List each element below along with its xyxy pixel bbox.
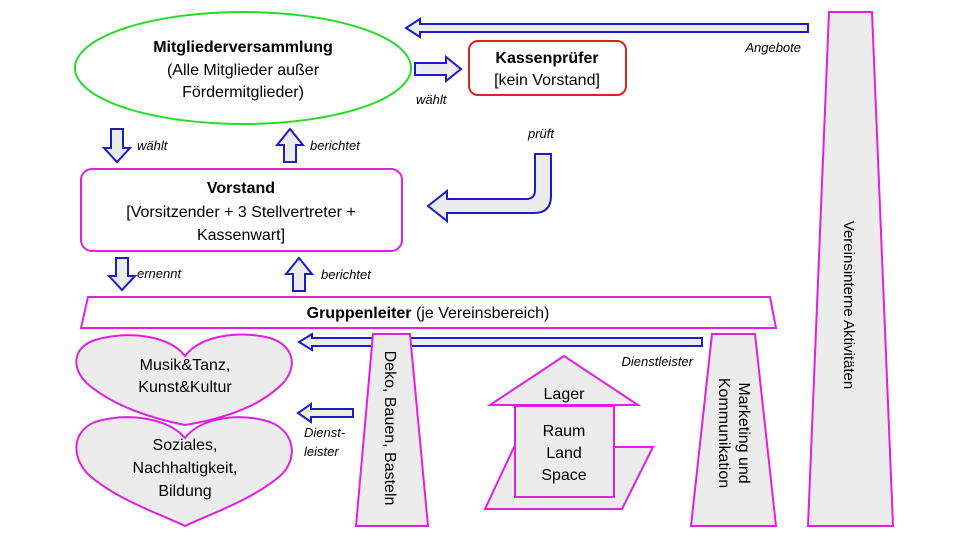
dienstleister-left-label-1: Dienst- <box>304 425 346 440</box>
mitgliederversammlung-line2: Fördermitglieder) <box>182 84 304 101</box>
waehlt-vorstand-label: wählt <box>137 138 169 153</box>
heart-musik-kunst-line2: Kunst&Kultur <box>138 379 232 396</box>
kassenpruefer-title: Kassenprüfer <box>495 50 598 67</box>
marketing-kommunikation-shape <box>689 333 778 527</box>
vorstand-title: Vorstand <box>207 180 275 197</box>
house-roof-label: Lager <box>544 386 586 403</box>
heart-soziales-line1: Soziales, <box>153 437 218 454</box>
berichtet-vorstand-label: berichtet <box>310 138 361 153</box>
waehlt-vorstand-arrow <box>101 128 133 164</box>
waehlt-kassenpruefer-arrow <box>414 54 463 84</box>
house-line3: Space <box>541 467 586 484</box>
deko-bauen-basteln-label: Deko, Bauen, Basteln <box>381 351 398 506</box>
berichtet-vorstand-arrow <box>274 127 306 163</box>
dienstleister-top-arrow <box>297 332 703 352</box>
mitgliederversammlung-line1: (Alle Mitglieder außer <box>167 62 320 79</box>
gruppenleiter-title: Gruppenleiter <box>307 305 412 322</box>
heart-soziales-bildung <box>75 416 293 528</box>
gruppenleiter-bar <box>79 296 778 329</box>
prueft-arrow <box>426 153 552 224</box>
mitgliederversammlung-ellipse <box>74 11 412 125</box>
house-body-shape <box>514 405 615 498</box>
vorstand-line1: [Vorsitzender + 3 Stellvertreter + <box>126 204 355 221</box>
vorstand-box <box>80 168 403 252</box>
mitgliederversammlung-title: Mitgliederversammlung <box>153 39 333 56</box>
heart-soziales-line2: Nachhaltigkeit, <box>133 460 238 477</box>
kassenpruefer-box <box>468 40 627 96</box>
house-line1: Raum <box>543 423 586 440</box>
marketing-line2: Kommunikation <box>715 378 732 488</box>
waehlt-kassenpruefer-label: wählt <box>416 92 448 107</box>
dienstleister-left-label-2: leister <box>304 444 339 459</box>
angebote-arrow <box>404 17 809 39</box>
prueft-label: prüft <box>527 126 555 141</box>
gruppenleiter-suffix: (je Vereinsbereich) <box>412 305 550 322</box>
vereinsinterne-aktivitaeten-shape <box>806 11 895 527</box>
vereinsinterne-aktivitaeten-label: Vereinsinterne Aktivitäten <box>840 221 857 389</box>
berichtet-gruppenleiter-arrow <box>283 256 315 292</box>
deko-bauen-basteln-shape <box>354 333 430 527</box>
heart-musik-kunst-line1: Musik&Tanz, <box>140 357 231 374</box>
heart-musik-kunst <box>75 333 293 427</box>
kassenpruefer-subtitle: [kein Vorstand] <box>494 72 600 89</box>
marketing-line1: Marketing und <box>735 382 752 483</box>
gruppenleiter-label: Gruppenleiter (je Vereinsbereich) <box>307 305 550 322</box>
dienstleister-left-arrow <box>296 402 354 424</box>
house-line2: Land <box>546 445 582 462</box>
angebote-label: Angebote <box>744 40 801 55</box>
ernennt-arrow <box>106 257 138 292</box>
ernennt-label: ernennt <box>137 266 182 281</box>
vorstand-line2: Kassenwart] <box>197 227 285 244</box>
dienstleister-top-label: Dienstleister <box>621 354 693 369</box>
berichtet-gruppenleiter-label: berichtet <box>321 267 372 282</box>
heart-soziales-line3: Bildung <box>158 483 211 500</box>
